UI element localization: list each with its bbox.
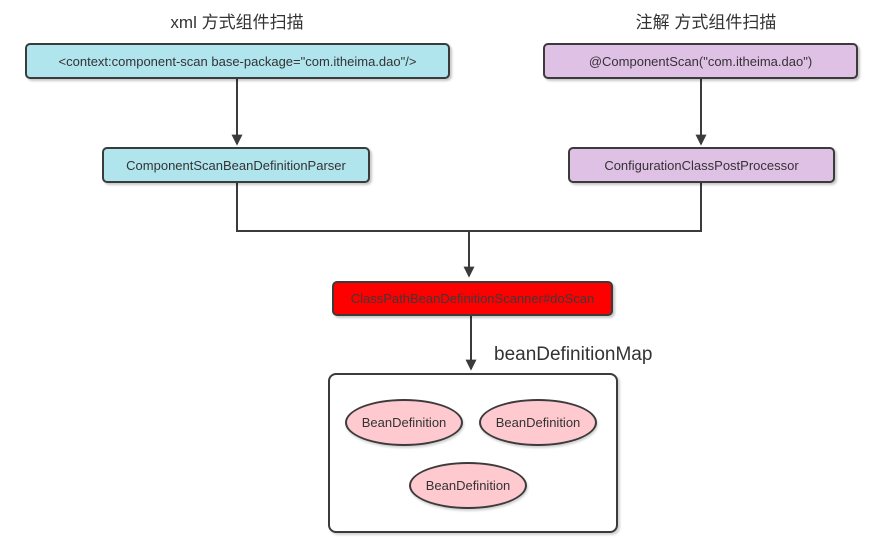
bean-definition-map-label: beanDefinitionMap	[494, 344, 653, 365]
xml-component-scan-source-box: <context:component-scan base-package="co…	[25, 43, 450, 79]
component-scan-bean-definition-parser-box: ComponentScanBeanDefinitionParser	[102, 147, 370, 183]
annotation-branch-title: 注解 方式组件扫描	[635, 13, 777, 32]
bean-definition-ellipse: BeanDefinition	[409, 462, 527, 509]
annotation-component-scan-source-box: @ComponentScan("com.itheima.dao")	[543, 43, 858, 79]
classpath-bean-definition-scanner-doscan-box: ClassPathBeanDefinitionScanner#doScan	[332, 281, 613, 316]
bean-definition-map-container	[328, 373, 618, 533]
merge-connector-line	[236, 183, 702, 232]
configuration-class-post-processor-box: ConfigurationClassPostProcessor	[568, 147, 835, 183]
bean-definition-ellipse: BeanDefinition	[479, 399, 597, 446]
xml-branch-title: xml 方式组件扫描	[170, 13, 304, 32]
bean-definition-ellipse: BeanDefinition	[345, 399, 463, 446]
